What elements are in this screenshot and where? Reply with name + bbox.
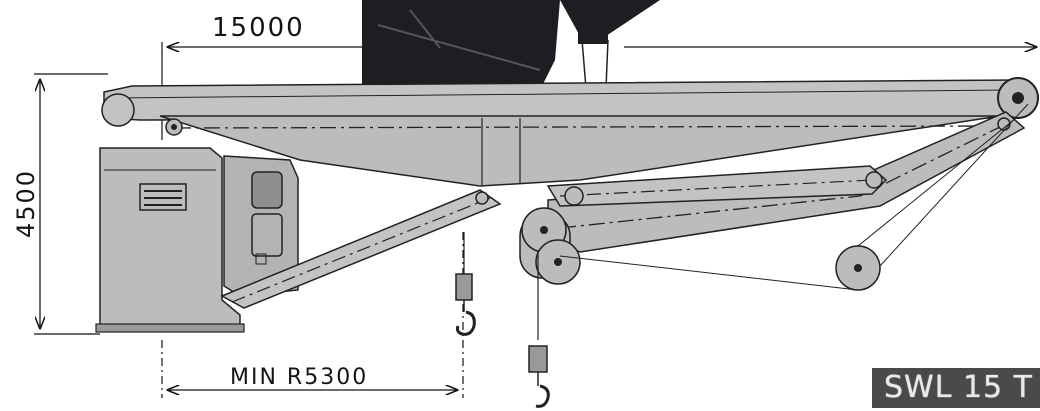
luffing-cylinder-upper bbox=[546, 165, 888, 207]
operator-cab bbox=[223, 155, 299, 297]
min-radius-dimension: MIN R5300 bbox=[161, 232, 464, 398]
swl-badge: SWL 15 T bbox=[872, 368, 1040, 408]
boom-tip-sheave bbox=[997, 77, 1039, 119]
crane-pedestal bbox=[95, 147, 245, 333]
winch-drums bbox=[519, 103, 1029, 291]
main-jib bbox=[101, 79, 1031, 187]
hook-main-radius bbox=[528, 252, 550, 408]
height-value: 4500 bbox=[12, 169, 40, 238]
crane-hook-icon bbox=[456, 310, 476, 336]
outreach-dimension: 15000 bbox=[161, 13, 1036, 140]
crane-hook-icon bbox=[535, 384, 550, 408]
window-icon bbox=[251, 171, 283, 209]
min-radius-value: MIN R5300 bbox=[230, 365, 368, 390]
hook-min-radius bbox=[455, 232, 476, 336]
luffing-cylinder-lower bbox=[220, 189, 502, 309]
outreach-value: 15000 bbox=[212, 13, 305, 43]
height-dimension: 4500 bbox=[12, 73, 108, 335]
vessel-silhouette bbox=[362, 0, 660, 100]
